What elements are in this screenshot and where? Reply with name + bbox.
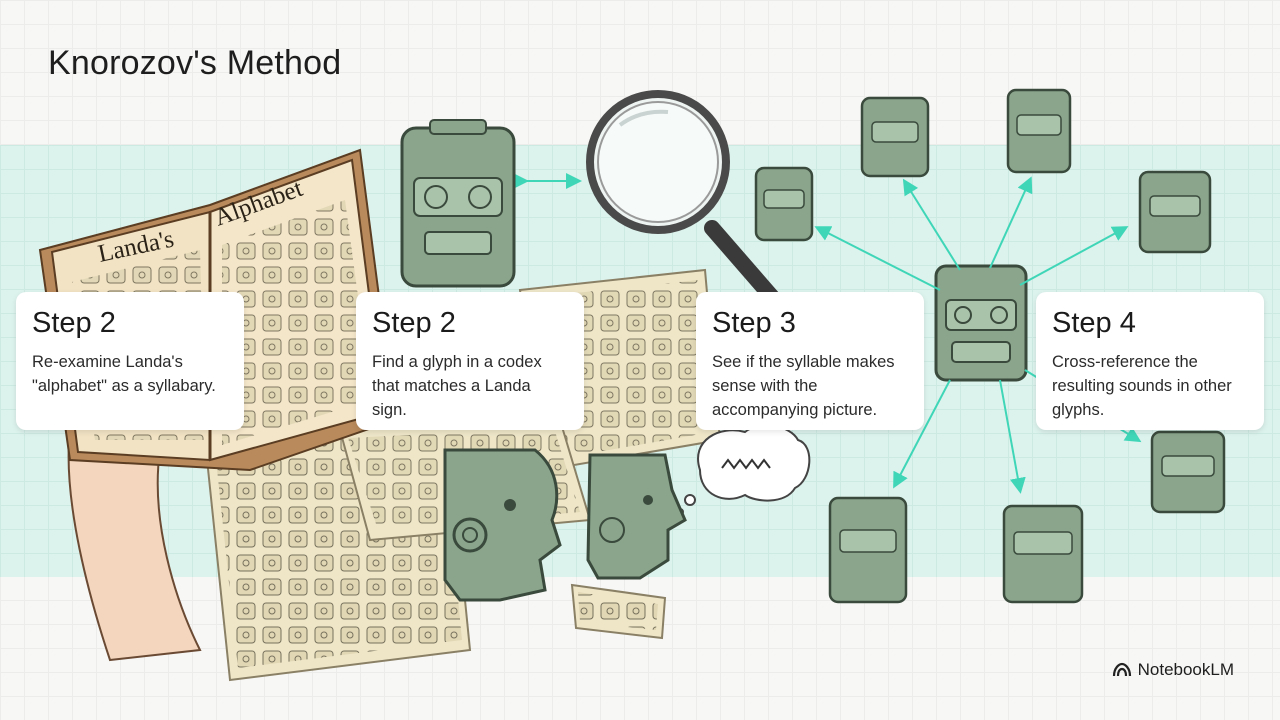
notebooklm-logo-icon — [1112, 662, 1131, 677]
glyph-small-4 — [1138, 170, 1212, 254]
brand-name: NotebookLM — [1137, 660, 1234, 679]
thought-bubble — [676, 424, 811, 516]
glyph-profile-head-small — [586, 453, 687, 580]
brand-watermark: NotebookLM — [1112, 660, 1234, 680]
step-label: Step 2 — [372, 307, 456, 339]
step-card-2: Step 2 Find a glyph in a codex that matc… — [356, 292, 584, 430]
magnifying-glass-icon — [586, 90, 793, 320]
glyph-small-2 — [860, 96, 930, 178]
step-description: Re-examine Landa's "alphabet" as a sylla… — [32, 353, 216, 395]
glyph-small-5 — [1150, 430, 1226, 514]
glyph-small-7 — [1002, 504, 1084, 604]
glyph-small-1 — [754, 166, 814, 242]
step-card-1: Step 2 Re-examine Landa's "alphabet" as … — [16, 292, 244, 430]
step-description: See if the syllable makes sense with the… — [712, 353, 895, 419]
step-card-3: Step 3 See if the syllable makes sense w… — [696, 292, 924, 430]
step-label: Step 4 — [1052, 307, 1136, 339]
glyph-profile-head-large — [443, 448, 562, 602]
slide-title: Knorozov's Method — [48, 44, 342, 82]
step-label: Step 3 — [712, 307, 796, 339]
step-description: Cross-reference the resulting sounds in … — [1052, 353, 1232, 419]
glyph-small-3 — [1006, 88, 1072, 174]
glyph-small-6 — [828, 496, 908, 604]
glyph-central — [934, 264, 1028, 382]
relation-arrows — [814, 176, 1142, 494]
step-card-4: Step 4 Cross-reference the resulting sou… — [1036, 292, 1264, 430]
step-label: Step 2 — [32, 307, 116, 339]
step-description: Find a glyph in a codex that matches a L… — [372, 353, 542, 419]
glyph-mask-large — [400, 119, 516, 288]
